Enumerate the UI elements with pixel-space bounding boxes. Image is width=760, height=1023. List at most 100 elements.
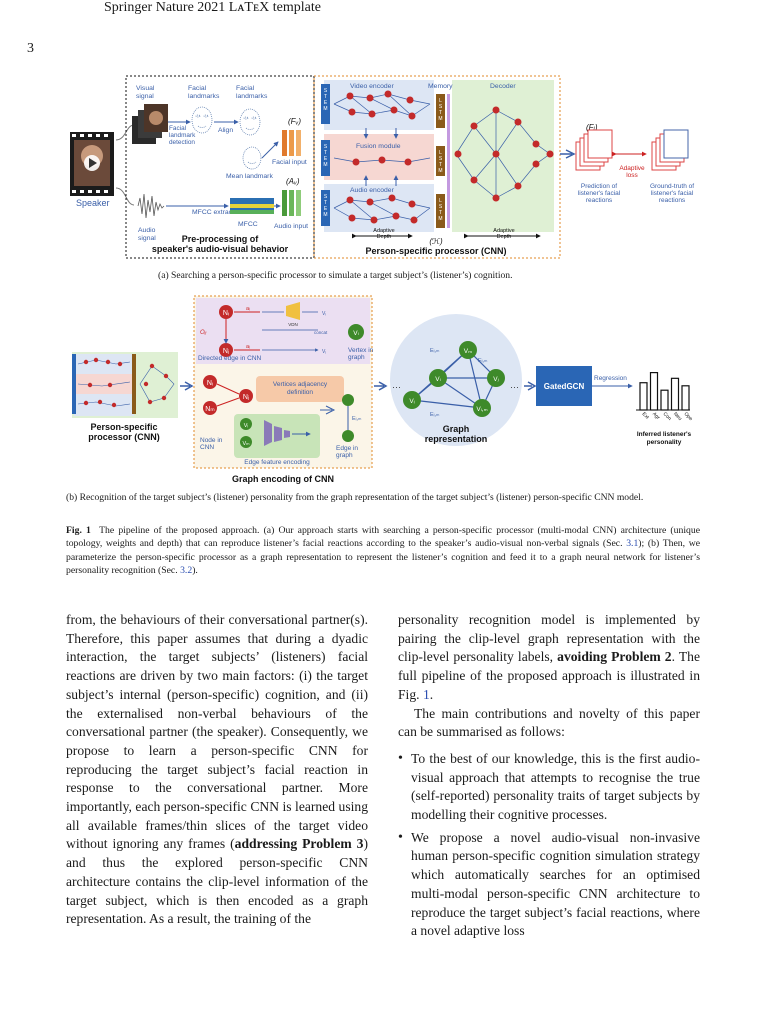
audio-input-block [282, 190, 301, 216]
vertex-vl [348, 324, 364, 340]
svg-text:Vₗ: Vₗ [353, 330, 358, 337]
adaptive-depth-label-1: Adaptive [373, 228, 394, 234]
ref-fig-1[interactable]: 1 [422, 686, 430, 702]
page-number: 3 [27, 41, 34, 56]
facial-input-label: Facial input [272, 159, 307, 166]
vdn-block [286, 302, 300, 320]
left-paragraph: from, the behaviours of their conversati… [66, 612, 368, 927]
facial-landmarks-2-label: Facial [236, 85, 255, 92]
lstm-blocks [436, 94, 445, 228]
trait-bar [639, 382, 648, 411]
video-encoder-label: Video encoder [350, 83, 394, 90]
svg-text:Eᵢ,ₘ: Eᵢ,ₘ [478, 358, 488, 364]
graph-representation: Vᵢ Vₗ Vₘ Vⱼ Vₗ,ₘ Eᵢ,ₘ Eᵢ,ₘ Eᵢ,ₘ ··· ··· [390, 314, 522, 446]
processor-box [313, 75, 561, 259]
vertices-adjacency-box [256, 376, 344, 402]
graph-encoding-title: Graph encoding of CNN [232, 474, 334, 484]
svg-text:aᵢ: aᵢ [246, 306, 250, 312]
facial-landmarks-1-label: Facial [188, 85, 207, 92]
audio-encoder-label: Audio encoder [350, 187, 395, 194]
regression-label: Regression [594, 375, 627, 382]
ground-truth-label: Ground-truth of [650, 183, 694, 190]
graph-representation-label: Graph [443, 424, 470, 434]
preprocessing-box [125, 75, 315, 259]
adaptive-loss-label: Adaptive [619, 165, 645, 172]
ref-sec-3-1[interactable]: 3.1 [626, 538, 639, 550]
svg-text:Vⱼ: Vⱼ [322, 349, 326, 355]
fv-label: (Fᵥ) [288, 117, 301, 126]
speaker-video-icon [70, 132, 114, 196]
svg-text:VDN: VDN [288, 322, 298, 327]
svg-text:Eᵢ,ₘ: Eᵢ,ₘ [352, 416, 362, 422]
trait-bar [660, 389, 669, 411]
caption-a: (a) Searching a person-specific processo… [158, 270, 513, 281]
svg-text:Nᵢ: Nᵢ [223, 310, 229, 317]
svg-text:Vᵢ: Vᵢ [322, 311, 326, 317]
list-item: To the best of our knowledge, this is th… [398, 750, 700, 825]
inferred-personality-label: Inferred listener's [637, 431, 692, 438]
edge-in-graph-label: Edge in [336, 445, 358, 452]
svg-text:···: ··· [392, 382, 401, 392]
running-header: Springer Nature 2021 LᴀTᴇX template [104, 0, 321, 15]
adaptive-depth-label-2: Adaptive [493, 228, 514, 234]
facial-input-block [282, 130, 301, 156]
landmark-face-2 [239, 108, 261, 136]
figure-label: Fig. 1 [66, 525, 91, 536]
svg-text:Vᵢ: Vᵢ [244, 423, 249, 429]
svg-text:Eᵢ,ₘ: Eᵢ,ₘ [430, 412, 440, 418]
svg-text:Eᵢ,ₘ: Eᵢ,ₘ [430, 348, 440, 354]
trait-label: Ext [641, 411, 651, 421]
svg-text:Nⱼ: Nⱼ [243, 394, 249, 401]
audio-waveform [137, 193, 165, 219]
ref-sec-3-2[interactable]: 3.2 [180, 564, 193, 576]
memory-label: Memory [428, 83, 453, 90]
align-label: Align [218, 127, 233, 134]
trait-label: Con [662, 411, 673, 422]
trait-bar [681, 385, 690, 411]
figure-caption: Fig. 1 The pipeline of the proposed appr… [66, 525, 701, 576]
mfcc-extraction-label: MFCC extraction [192, 209, 243, 216]
trait-label: Agr [651, 411, 661, 421]
gatedgcn-label: GatedGCN [544, 382, 585, 391]
node-in-cnn-label: Node in [200, 437, 223, 444]
mean-landmark-face [242, 146, 262, 170]
fl-label: (Fₗ) [586, 123, 598, 132]
svg-text:Vₘ: Vₘ [464, 348, 472, 355]
mean-landmark-label: Mean landmark [226, 173, 273, 180]
svg-text:Nⱼ: Nⱼ [223, 348, 229, 355]
node-ni [219, 305, 233, 319]
trait-bar [670, 377, 680, 411]
fusion-module-label: Fusion module [356, 143, 401, 150]
mfcc-spectrogram [230, 198, 274, 214]
caption-b: (b) Recognition of the target subject’s … [66, 492, 644, 503]
stem-blocks [321, 84, 330, 226]
directed-edge-label: Directed edge in CNN [198, 355, 262, 362]
vertices-adjacency-label: Vertices adjacency [273, 381, 328, 388]
svg-text:···: ··· [510, 382, 519, 392]
h-label: (ℋ) [429, 237, 443, 246]
audio-input-label: Audio input [274, 223, 308, 230]
av-label: (Aᵥ) [286, 177, 300, 186]
svg-text:Vᵢ: Vᵢ [409, 398, 414, 405]
svg-text:Vₗ: Vₗ [435, 376, 440, 383]
list-item: We propose a novel audio-visual non-inva… [398, 829, 700, 941]
cnn-nodes [346, 90, 554, 224]
contributions-list: To the best of our knowledge, this is th… [398, 750, 700, 941]
